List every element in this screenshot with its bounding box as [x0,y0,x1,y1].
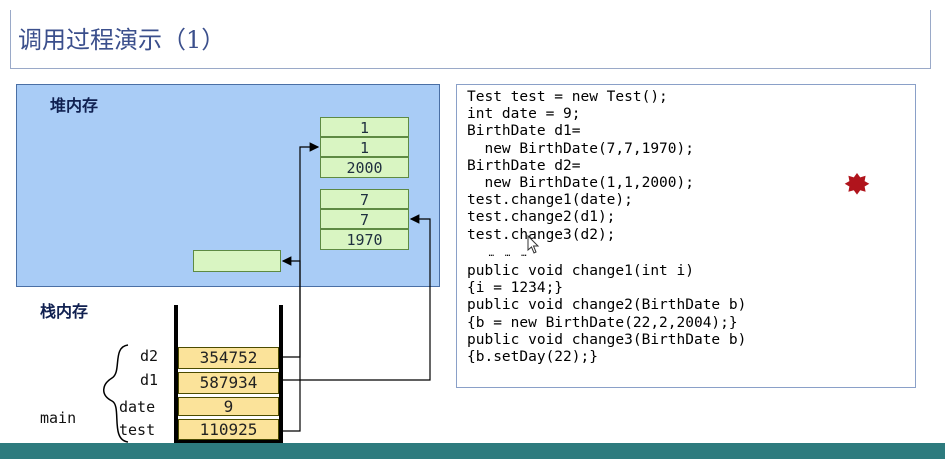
title-underline [10,68,931,69]
code-line: test.change3(d2); [467,226,616,243]
code-line-ellipsis: … … … [467,248,527,259]
stack-var-test-label: test [119,421,156,439]
code-line: BirthDate d1= [467,123,581,140]
code-line: {b.setDay(22);} [467,349,598,366]
heap-label: 堆内存 [50,96,99,115]
code-line: int date = 9; [467,106,581,123]
stack-right-wall [279,305,283,444]
stack-label: 栈内存 [40,302,89,321]
d1-reference-arrow [279,214,431,381]
heap-obj2-year-cell: 1970 [320,229,409,250]
stack-left-wall [174,305,178,444]
title-left-rule [10,10,11,69]
heap-test-object-cell [193,250,281,272]
stack-d2-cell: 354752 [178,347,279,369]
test-reference-arrow [279,256,301,432]
code-line: {b = new BirthDate(22,2,2004);} [467,314,738,331]
title-right-rule [930,10,931,69]
d2-reference-arrow [279,142,320,358]
code-line: Test test = new Test(); [467,89,668,105]
heap-obj2-month-cell: 7 [320,209,409,229]
code-line: test.change2(d1); [467,209,616,226]
code-line: public void change3(BirthDate b) [467,331,747,348]
code-line: BirthDate d2= [467,157,581,174]
heap-obj1-day-cell: 1 [320,117,409,137]
code-line: new BirthDate(7,7,1970); [467,140,694,157]
code-line: test.change1(date); [467,192,633,209]
heap-obj2-day-cell: 7 [320,189,409,209]
stack-var-d2-label: d2 [140,347,159,365]
code-listing: Test test = new Test(); int date = 9; Bi… [467,89,746,366]
code-line: public void change1(int i) [467,263,694,280]
stack-date-cell: 9 [178,397,279,416]
bottom-bar [0,443,945,459]
code-line: {i = 1234;} [467,280,564,297]
code-line: new BirthDate(1,1,2000); [467,175,694,192]
current-line-marker-icon [844,173,870,195]
stack-var-d1-label: d1 [140,371,159,389]
stack-test-cell: 110925 [178,419,279,440]
heap-obj1-month-cell: 1 [320,137,409,157]
frame-brace [103,344,129,443]
code-panel: Test test = new Test(); int date = 9; Bi… [456,84,916,388]
stack-frame-main-label: main [40,409,77,427]
stack-bottom-wall [174,440,283,444]
stack-d1-cell: 587934 [178,372,279,394]
stack-var-date-label: date [119,398,156,416]
mouse-cursor-icon [527,234,540,254]
slide-title: 调用过程演示（1） [18,26,226,54]
code-line: public void change2(BirthDate b) [467,297,747,314]
heap-obj1-year-cell: 2000 [320,157,409,178]
